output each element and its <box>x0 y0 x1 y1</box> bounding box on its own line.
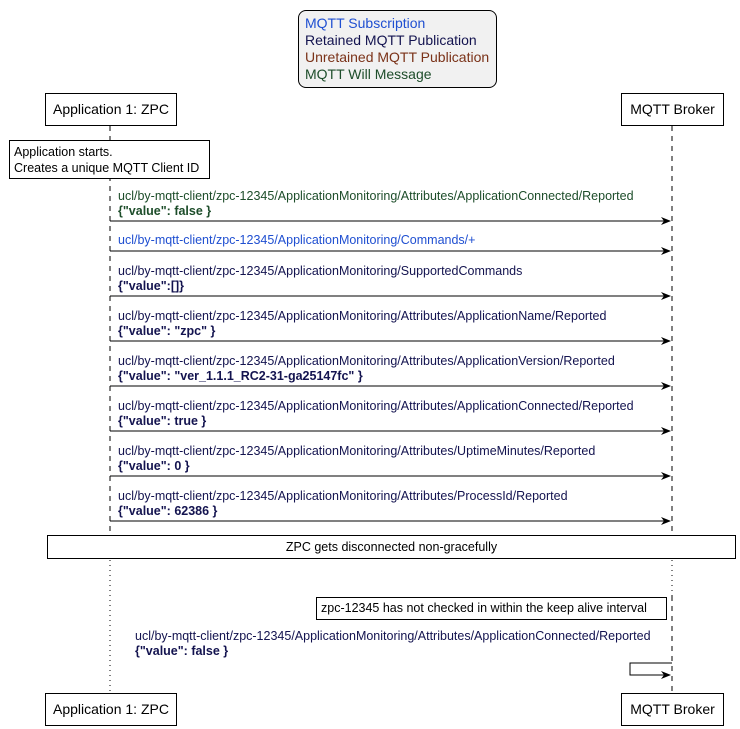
message-8: ucl/by-mqtt-client/zpc-12345/Application… <box>118 489 568 519</box>
message-topic: ucl/by-mqtt-client/zpc-12345/Application… <box>118 309 607 323</box>
legend-retained: Retained MQTT Publication <box>305 32 477 48</box>
message-topic: ucl/by-mqtt-client/zpc-12345/Application… <box>118 354 615 368</box>
actor-broker-bottom: MQTT Broker <box>621 693 724 726</box>
message-topic: ucl/by-mqtt-client/zpc-12345/Application… <box>135 629 651 643</box>
message-payload: {"value": "zpc" } <box>118 324 216 338</box>
self-message: ucl/by-mqtt-client/zpc-12345/Application… <box>135 629 651 659</box>
legend-subscription: MQTT Subscription <box>305 15 426 31</box>
message-5: ucl/by-mqtt-client/zpc-12345/Application… <box>118 354 615 384</box>
message-7: ucl/by-mqtt-client/zpc-12345/Application… <box>118 444 595 474</box>
note-disconnect: ZPC gets disconnected non-gracefully <box>47 535 736 559</box>
legend: MQTT Subscription Retained MQTT Publicat… <box>298 10 497 88</box>
message-payload: {"value": true } <box>118 414 207 428</box>
message-payload: {"value": false } <box>135 644 229 658</box>
message-topic: ucl/by-mqtt-client/zpc-12345/Application… <box>118 189 634 203</box>
message-1: ucl/by-mqtt-client/zpc-12345/Application… <box>118 189 634 219</box>
message-3: ucl/by-mqtt-client/zpc-12345/Application… <box>118 264 522 294</box>
message-topic: ucl/by-mqtt-client/zpc-12345/Application… <box>118 489 568 503</box>
actor-broker-top: MQTT Broker <box>621 93 724 126</box>
message-2: ucl/by-mqtt-client/zpc-12345/Application… <box>118 233 475 248</box>
message-topic: ucl/by-mqtt-client/zpc-12345/Application… <box>118 444 596 458</box>
legend-will: MQTT Will Message <box>305 66 432 82</box>
message-topic: ucl/by-mqtt-client/zpc-12345/Application… <box>118 233 476 247</box>
message-topic: ucl/by-mqtt-client/zpc-12345/Application… <box>118 399 634 413</box>
self-message-arrow <box>629 662 672 679</box>
note-keepalive: zpc-12345 has not checked in within the … <box>316 597 667 620</box>
message-4: ucl/by-mqtt-client/zpc-12345/Application… <box>118 309 606 339</box>
note-start-line1: Application starts. <box>14 145 113 159</box>
actor-app-bottom: Application 1: ZPC <box>45 693 177 726</box>
message-payload: {"value": 0 } <box>118 459 190 473</box>
message-payload: {"value":[]} <box>118 279 185 293</box>
note-start-line2: Creates a unique MQTT Client ID <box>14 161 200 175</box>
message-payload: {"value": "ver_1.1.1_RC2-31-ga25147fc" } <box>118 369 363 383</box>
note-application-start: Application starts. Creates a unique MQT… <box>9 140 210 179</box>
legend-unretained: Unretained MQTT Publication <box>305 49 490 65</box>
message-payload: {"value": 62386 } <box>118 504 218 518</box>
message-6: ucl/by-mqtt-client/zpc-12345/Application… <box>118 399 634 429</box>
message-payload: {"value": false } <box>118 204 212 218</box>
message-topic: ucl/by-mqtt-client/zpc-12345/Application… <box>118 264 523 278</box>
actor-app-top: Application 1: ZPC <box>45 93 177 126</box>
